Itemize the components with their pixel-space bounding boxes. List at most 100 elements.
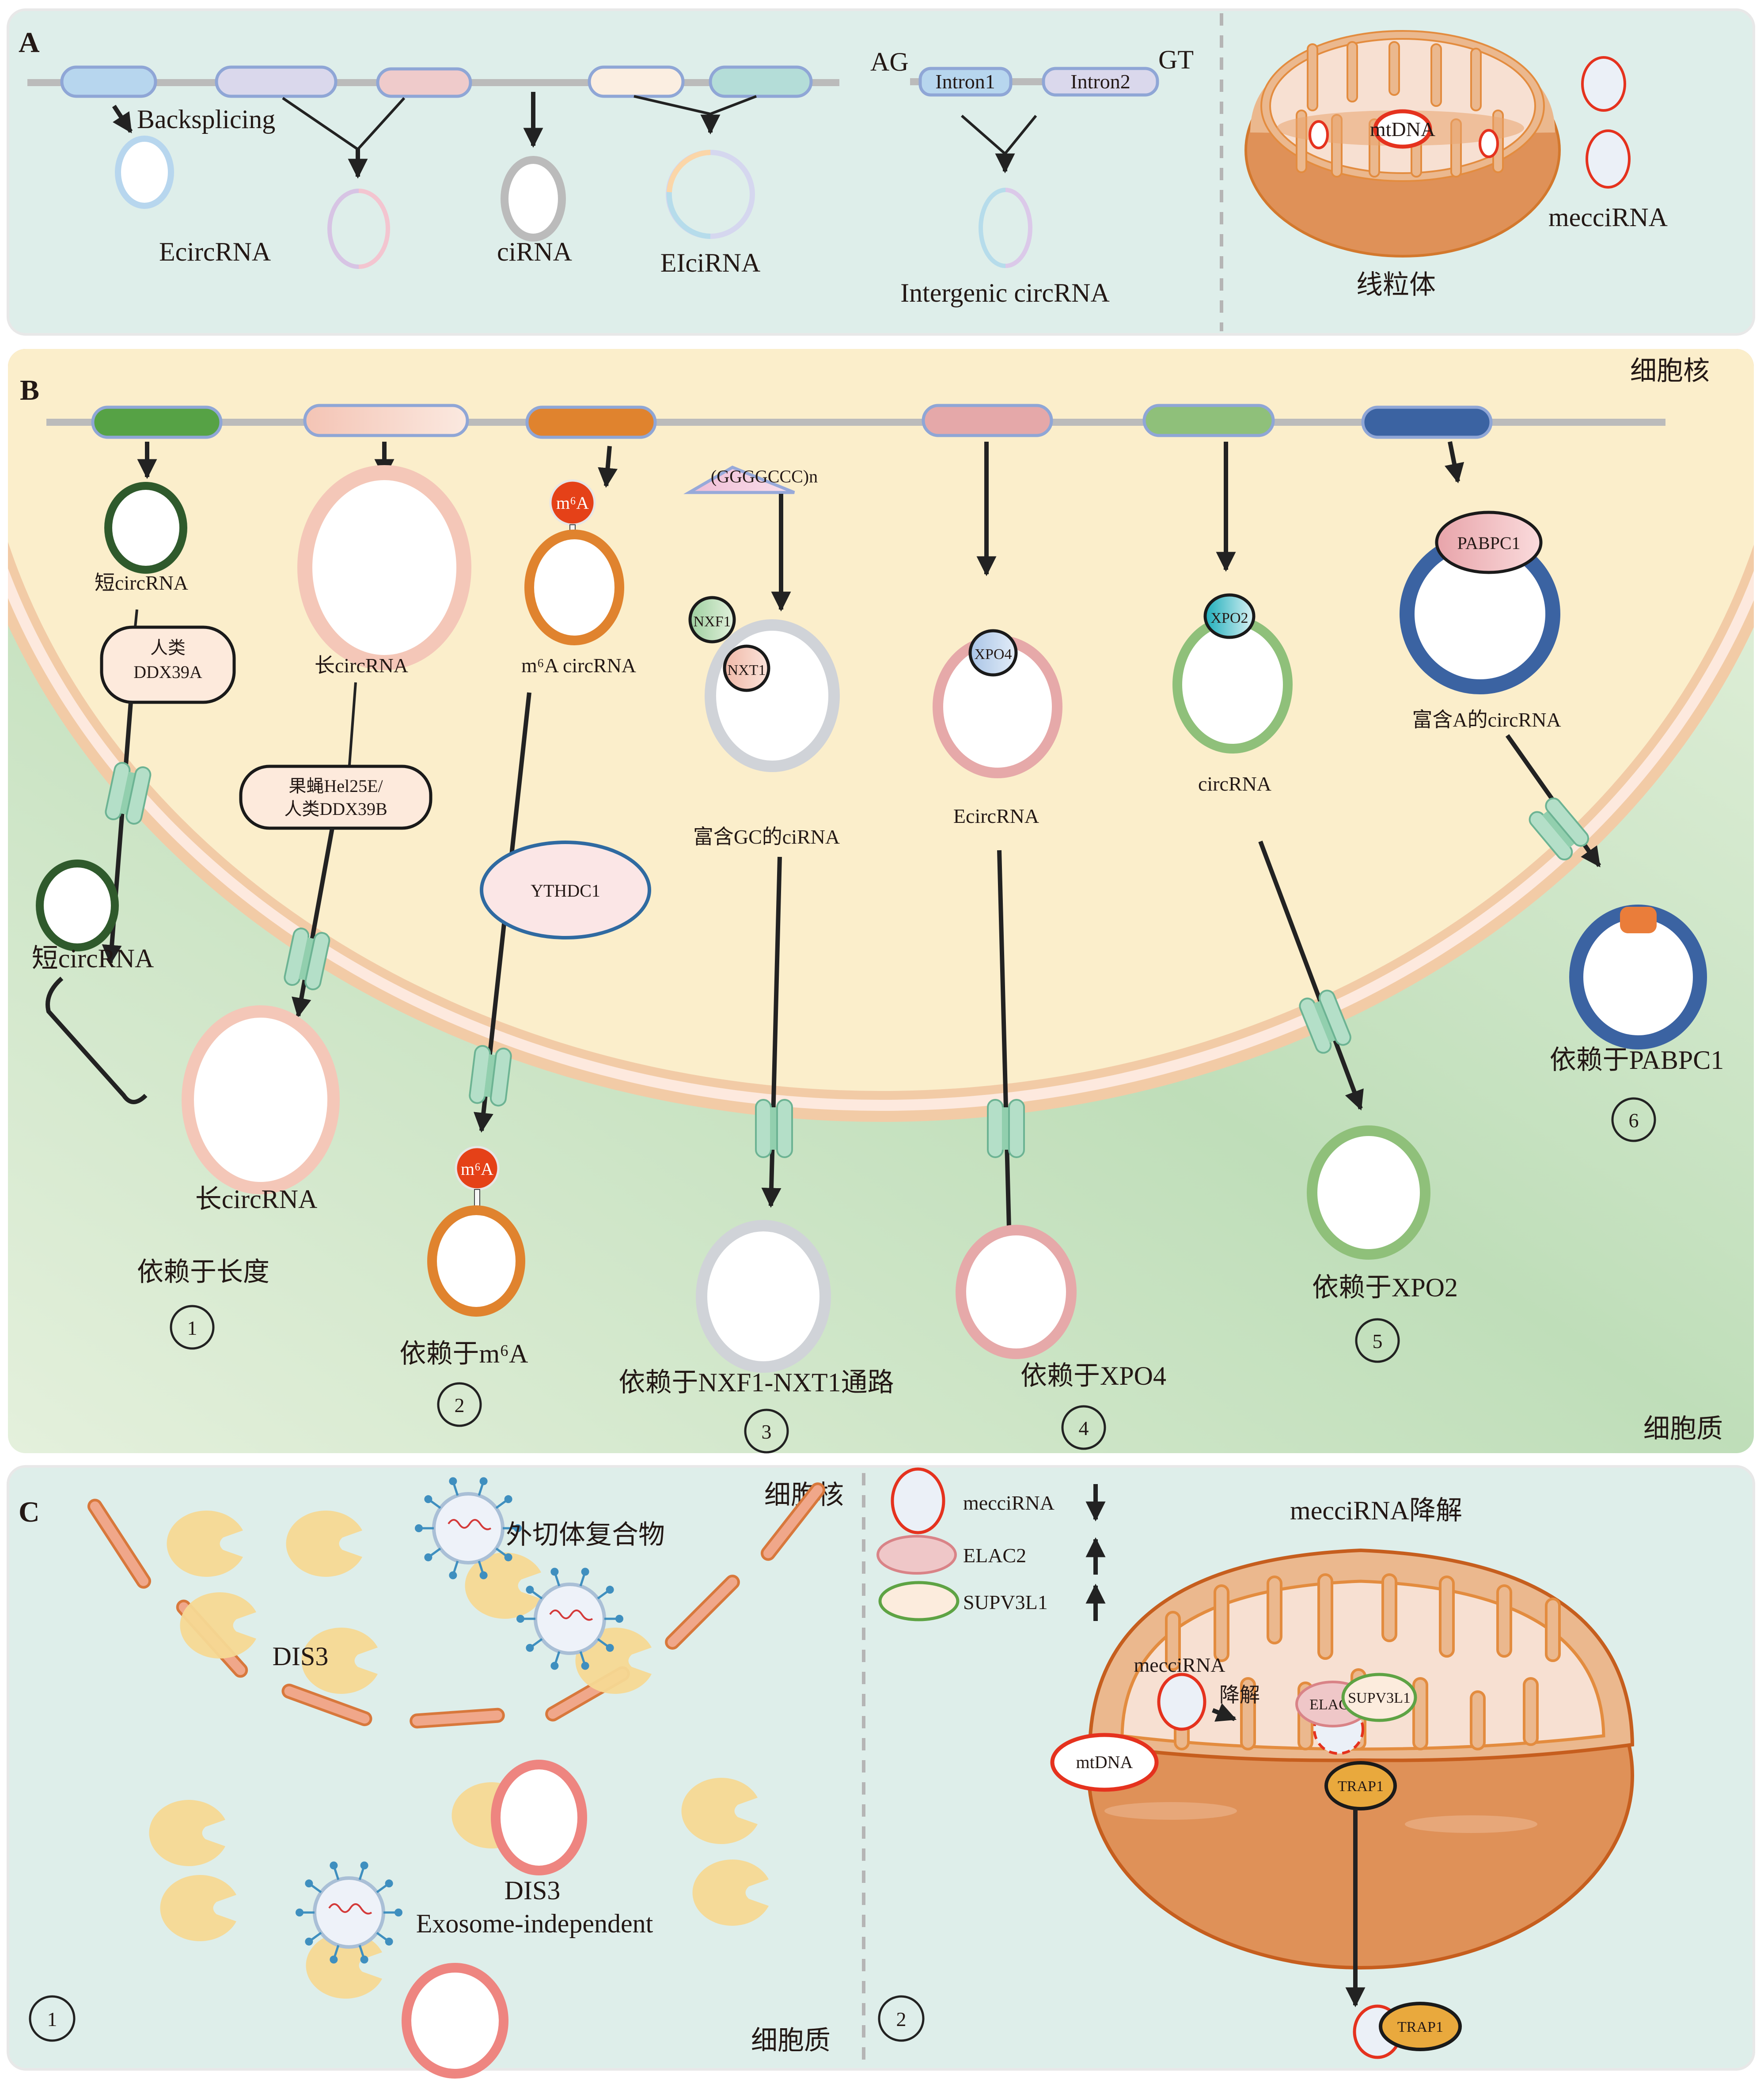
- trap1-outside: [1379, 2002, 1462, 2051]
- ddx39a-label-1: 人类: [150, 638, 186, 658]
- cytoplasm-label-b: 细胞质: [1643, 1414, 1723, 1443]
- meccirna-inside-1: [1309, 120, 1329, 149]
- short-circrna-cyto: [36, 860, 119, 951]
- cytoplasm-label-c: 细胞质: [751, 2026, 831, 2055]
- num-3-circle: [744, 1409, 789, 1454]
- gc-cirna-cyto: [696, 1220, 831, 1373]
- circrna-xpo2-label: circRNA: [1198, 773, 1271, 795]
- long-circrna-cyto-label: 长circRNA: [195, 1185, 318, 1214]
- nxf1-protein: [688, 596, 736, 644]
- arrow-long-export: [292, 828, 334, 1018]
- xpo4-label: XPO4: [974, 646, 1012, 663]
- cirna-circle: [501, 156, 566, 242]
- meccirna-label-c: mecciRNA: [1134, 1654, 1225, 1676]
- short-circrna-cyto-label: 短circRNA: [32, 944, 154, 973]
- arrow-xpo2-export: [1258, 841, 1364, 1111]
- ythdc1-ellipse: [480, 841, 651, 939]
- legend-meccirna-icon: [891, 1467, 945, 1534]
- sub1-num-label: 1: [47, 2008, 57, 2030]
- dis3-proteins: [149, 1510, 769, 1999]
- exon-orange: [525, 405, 657, 439]
- arrow-xpo4-export: [997, 850, 1019, 1248]
- exosome-complex: [415, 1477, 522, 1579]
- intron1-label: Intron1: [935, 70, 995, 93]
- num-4-label: 4: [1079, 1417, 1089, 1439]
- dep-pabpc1-label: 依赖于PABPC1: [1550, 1045, 1724, 1075]
- exon-teal: [709, 65, 813, 98]
- intergenic-arc-purple: [1005, 188, 1032, 268]
- legend-supv3l1-label: SUPV3L1: [963, 1591, 1048, 1613]
- gt-label: GT: [1158, 45, 1194, 74]
- dep-m6a-label: 依赖于m⁶A: [400, 1339, 528, 1368]
- mtdna-label-c: mtDNA: [1076, 1752, 1133, 1772]
- exon-blue-dark: [1361, 405, 1493, 439]
- m6a-circrna-label: m⁶A circRNA: [521, 654, 636, 677]
- nuclear-pore-1: [105, 762, 152, 825]
- xpo2-label: XPO2: [1210, 610, 1248, 626]
- trap1-outside-label: TRAP1: [1397, 2019, 1443, 2035]
- hel25e-label: 果蝇Hel25E/: [288, 776, 383, 796]
- num-4-circle: [1061, 1405, 1106, 1450]
- nuclear-pore-7: [1529, 797, 1589, 860]
- meccirna-outside-2: [1586, 129, 1631, 189]
- long-circrna-cyto: [182, 1005, 340, 1194]
- num-2-label: 2: [455, 1394, 465, 1416]
- bracket: [46, 977, 148, 1104]
- gc-repeat-triangle: [683, 466, 795, 494]
- meccirna-degradation-title: mecciRNA降解: [1290, 1496, 1462, 1525]
- num-3-label: 3: [762, 1420, 772, 1443]
- meccirna-label-a: mecciRNA: [1548, 203, 1668, 232]
- sub1-num-circle: [29, 1995, 76, 2042]
- panel-a-letter: A: [19, 27, 40, 59]
- num-1-label: 1: [187, 1317, 197, 1339]
- nxf1-label: NXF1: [693, 614, 731, 630]
- nxt1-protein: [723, 644, 770, 692]
- num-6-label: 6: [1629, 1109, 1639, 1132]
- a-rich-circrna-label: 富含A的circRNA: [1412, 708, 1561, 731]
- nuclear-pore-2: [284, 928, 330, 990]
- mtdna-ellipse-c: [1050, 1733, 1159, 1792]
- circrna-dis3-target: [491, 1760, 587, 1875]
- legend-meccirna-label: mecciRNA: [963, 1492, 1055, 1514]
- dep-xpo4-label: 依赖于XPO4: [1020, 1361, 1166, 1390]
- supv3l1-label: SUPV3L1: [1348, 1690, 1411, 1706]
- degrade-label: 降解: [1219, 1684, 1260, 1706]
- dis3-protein: [681, 1778, 758, 1844]
- dep-nxf1-label: 依赖于NXF1-NXT1通路: [618, 1368, 894, 1397]
- ecircrna-arc-right: [358, 189, 390, 269]
- dep-xpo2-label: 依赖于XPO2: [1312, 1273, 1458, 1302]
- arrow-m6a: [598, 446, 618, 488]
- pabpc1-protein: [1435, 511, 1543, 574]
- nuclear-pore-4: [755, 1099, 793, 1158]
- sub2-num-label: 2: [896, 2008, 907, 2030]
- ythdc1-label: YTHDC1: [531, 881, 600, 901]
- intron2-label: Intron2: [1070, 70, 1130, 93]
- degrade-arrow: [1212, 1703, 1237, 1722]
- dis3-protein: [306, 1932, 382, 1999]
- dis3-protein: [167, 1510, 243, 1577]
- supv3l1-enzyme: [1341, 1673, 1417, 1722]
- mtdna-ellipse: [1373, 109, 1432, 149]
- panel-a: A Backsplicing EcircRNA ciRNA EIciRNA AG…: [7, 8, 1755, 336]
- exon-light-green: [1142, 404, 1275, 437]
- num-1-circle: [170, 1305, 215, 1350]
- eicirna-join-lines: [634, 95, 757, 116]
- arrow-a-rich: [1444, 441, 1464, 484]
- nuclear-pore-3: [469, 1045, 512, 1107]
- ecircrna-arc-left: [327, 189, 359, 269]
- nuclear-pores: [105, 762, 1589, 1158]
- long-connector: [348, 682, 357, 771]
- short-circrna-label: 短circRNA: [95, 572, 188, 594]
- eicirna-arc-blue: [666, 192, 711, 239]
- eicirna-label: EIciRNA: [660, 248, 761, 277]
- pabpc1-label: PABPC1: [1457, 533, 1520, 553]
- ecircrna-cyto: [956, 1225, 1077, 1359]
- exon-rose: [922, 404, 1053, 437]
- nucleus-background: [8, 349, 1754, 1091]
- intergenic-arc-blue: [979, 188, 1006, 268]
- intergenic-label: Intergenic circRNA: [900, 278, 1110, 307]
- poly-a-patch-cyto: [1620, 907, 1657, 933]
- ecircrna-b-label: EcircRNA: [953, 805, 1039, 827]
- dis3-protein: [286, 1510, 362, 1577]
- dis3-protein: [160, 1875, 236, 1941]
